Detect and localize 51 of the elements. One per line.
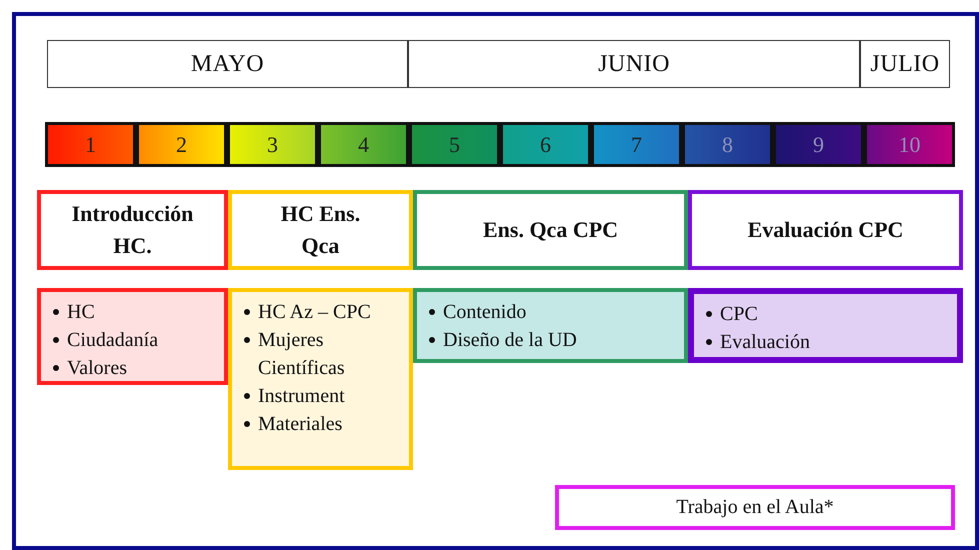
week-color-cell [45,122,136,167]
week-color-cell [591,122,682,167]
week-number: 3 [267,132,278,158]
week-color-cell [227,122,318,167]
bullet-item: Valores [67,357,127,379]
week-number: 4 [358,132,369,158]
bullet-item: Contenido [443,301,526,323]
week-number: 5 [449,132,460,158]
week-color-cell [682,122,773,167]
week-color-cell [773,122,864,167]
week-number: 2 [176,132,187,158]
bullet-item: Materiales [258,413,342,435]
topic-list-box [228,288,413,470]
month-header-cell [47,40,408,88]
week-number: 7 [631,132,642,158]
bullet-item: HC Az – CPC [258,301,371,323]
month-name: MAYO [190,50,264,78]
bullet-item: Evaluación [720,331,810,353]
bullet-item: Ciudadanía [67,329,158,351]
topic-list-box [413,288,688,363]
bullet-item: Diseño de la UD [443,329,577,351]
month-name: JULIO [870,50,940,78]
week-color-cell [864,122,955,167]
month-header-cell [408,40,860,88]
phase-heading-box [688,190,963,270]
week-color-cell [318,122,409,167]
bullet-item: HC [67,301,95,323]
topic-list-box [688,288,963,363]
phase-heading-box [413,190,688,270]
week-number: 10 [898,132,920,158]
week-number: 6 [540,132,551,158]
month-header-cell [860,40,950,88]
note-text: Trabajo en el Aula* [676,496,834,519]
week-number: 8 [722,132,733,158]
week-color-cell [409,122,500,167]
phase-heading-box [228,190,413,270]
week-color-cell [136,122,227,167]
bullet-item: CPC [720,303,758,325]
week-color-cell [500,122,591,167]
phase-title: Evaluación CPC [748,216,904,244]
bullet-item: Mujeres Científicas [258,329,345,379]
week-number: 9 [813,132,824,158]
phase-title: Ens. Qca CPC [482,216,618,244]
bullet-item: Instrument [258,385,345,407]
phase-title: Introducción HC. [71,200,194,260]
phase-heading-box [37,190,228,270]
note-box [555,485,955,530]
topic-list-box [37,288,228,385]
phase-title: HC Ens. Qca [280,200,362,260]
month-name: JUNIO [598,50,670,78]
week-number: 1 [85,132,96,158]
